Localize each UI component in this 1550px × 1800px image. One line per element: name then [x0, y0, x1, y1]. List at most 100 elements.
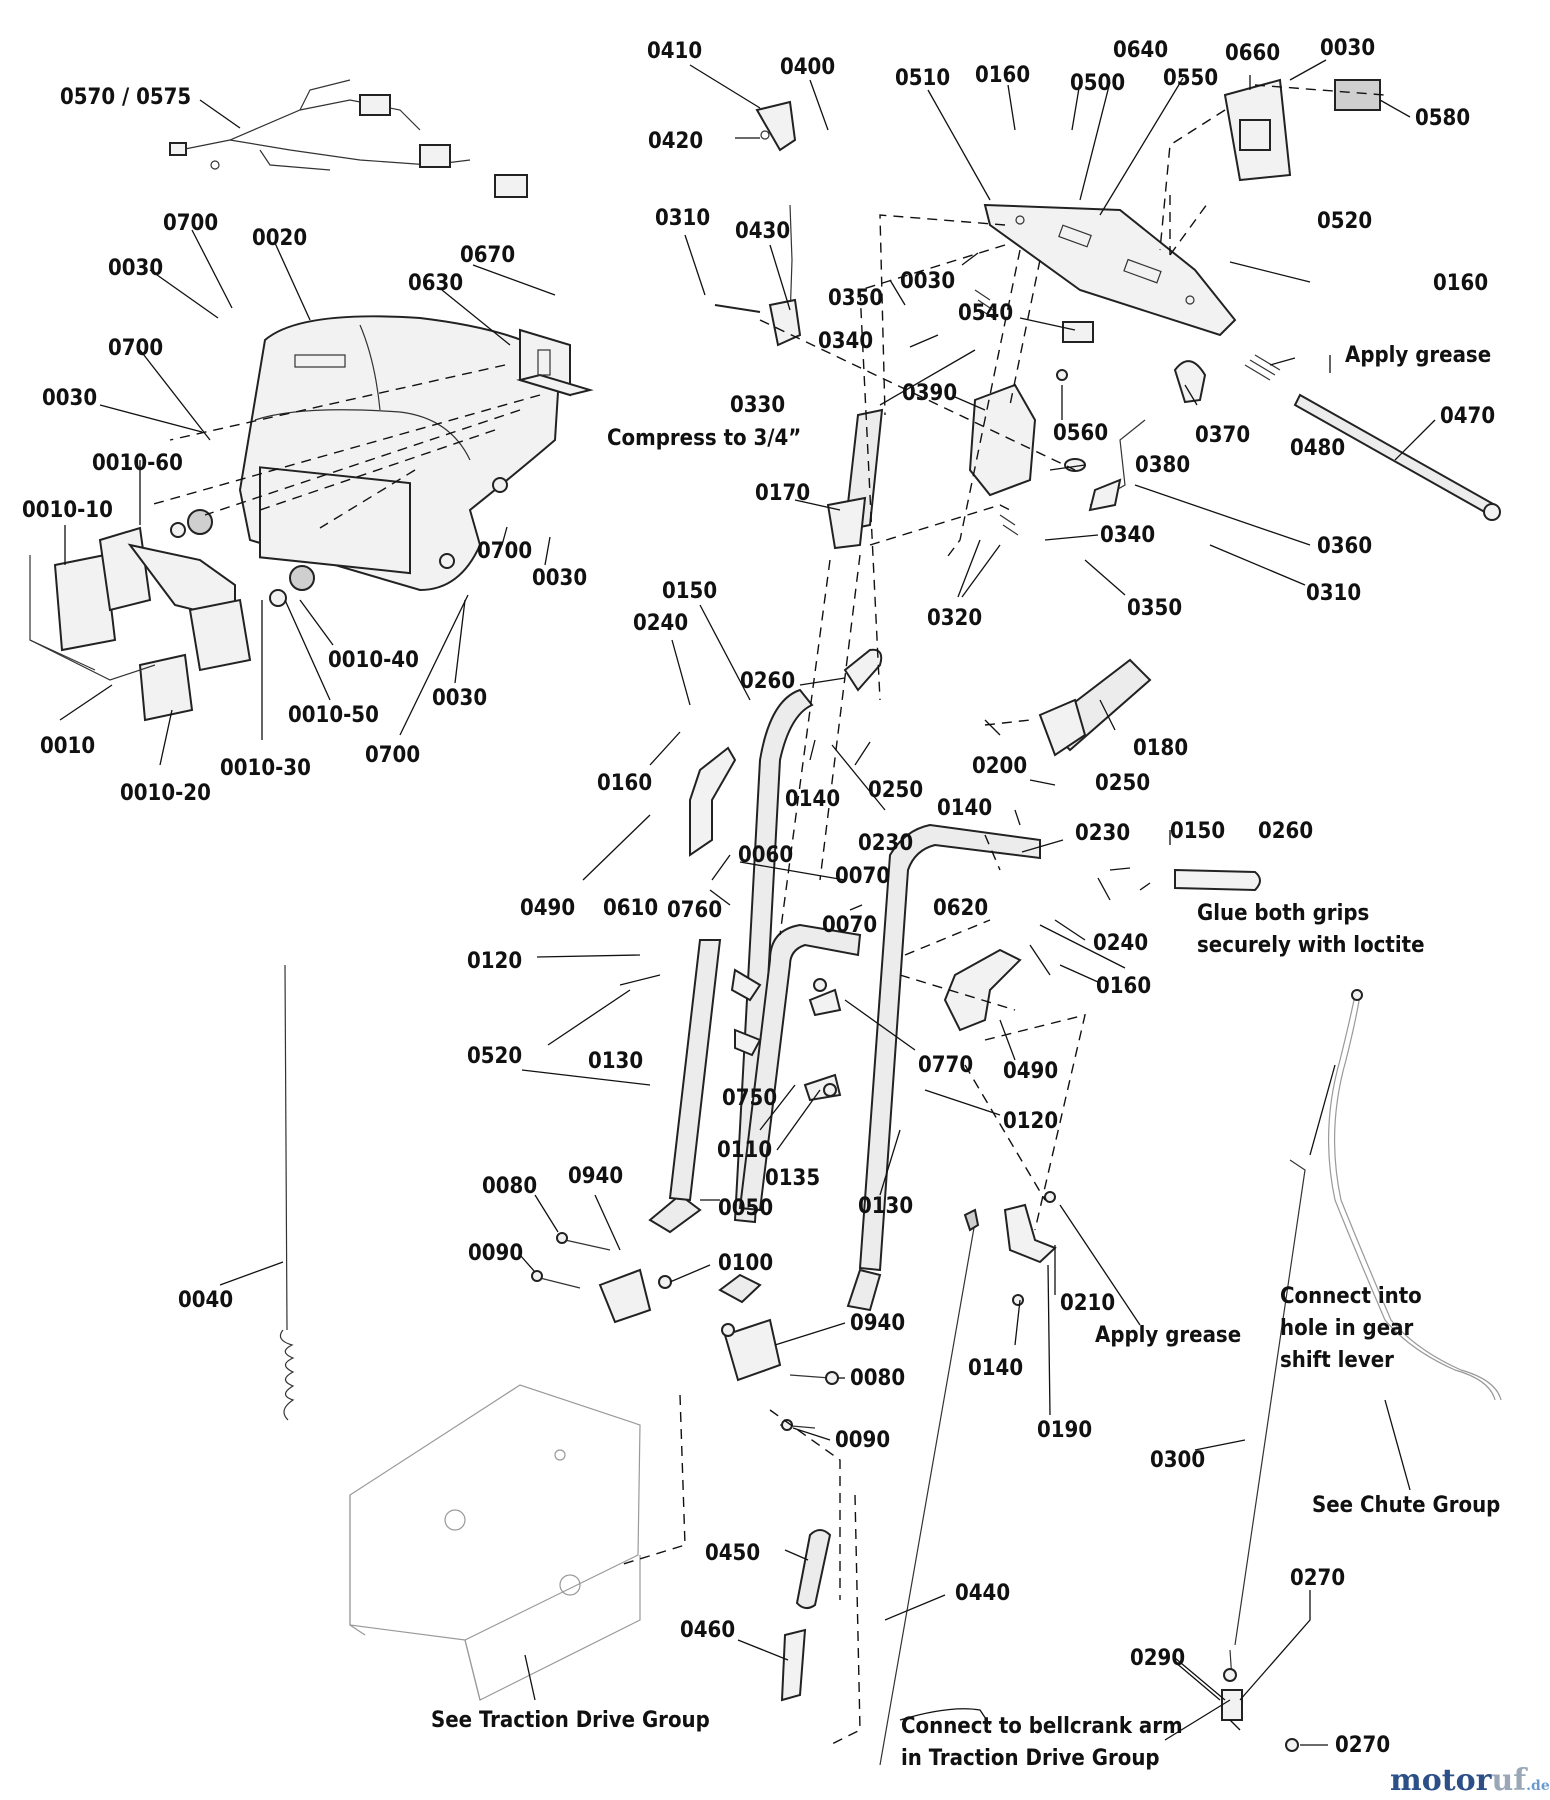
label-0410: 0410	[647, 39, 702, 64]
label-0180: 0180	[1133, 736, 1188, 761]
label-0070: 0070	[835, 864, 890, 889]
label-0030: 0030	[42, 386, 97, 411]
shift-rod	[714, 204, 802, 347]
label-0230: 0230	[1075, 821, 1130, 846]
label-0270: 0270	[1335, 1733, 1390, 1758]
label-0700: 0700	[163, 211, 218, 236]
note-see-traction: See Traction Drive Group	[431, 1708, 710, 1733]
bracket-0190	[1003, 1191, 1057, 1306]
label-0660: 0660	[1225, 41, 1280, 66]
label-0260: 0260	[740, 669, 795, 694]
label-0700: 0700	[365, 743, 420, 768]
label-0700: 0700	[477, 539, 532, 564]
label-0460: 0460	[680, 1618, 735, 1643]
note-connect-hole-2: hole in gear	[1280, 1316, 1413, 1341]
label-0010-10: 0010-10	[22, 498, 113, 523]
label-0160: 0160	[1096, 974, 1151, 999]
label-0010-50: 0010-50	[288, 703, 379, 728]
label-0160: 0160	[1433, 271, 1488, 296]
spring-rod	[279, 964, 295, 1421]
label-0310: 0310	[1306, 581, 1361, 606]
label-0290: 0290	[1130, 1646, 1185, 1671]
label-0330: 0330	[730, 393, 785, 418]
label-0010-40: 0010-40	[328, 648, 419, 673]
shift-shaft	[1244, 354, 1501, 521]
label-0580: 0580	[1415, 106, 1470, 131]
label-0510: 0510	[895, 66, 950, 91]
watermark-part1: motor	[1390, 1763, 1493, 1798]
lower-handle	[668, 939, 722, 1202]
label-0320: 0320	[927, 606, 982, 631]
label-0150: 0150	[662, 579, 717, 604]
label-0030: 0030	[432, 686, 487, 711]
label-0400: 0400	[780, 55, 835, 80]
label-0560: 0560	[1053, 421, 1108, 446]
note-connect-hole-1: Connect into	[1280, 1284, 1422, 1309]
label-0380: 0380	[1135, 453, 1190, 478]
label-0010: 0010	[40, 734, 95, 759]
label-0030: 0030	[108, 256, 163, 281]
label-0030: 0030	[900, 269, 955, 294]
label-0210: 0210	[1060, 1291, 1115, 1316]
headlight-assembly	[29, 509, 315, 722]
label-0135: 0135	[765, 1166, 820, 1191]
label-0130: 0130	[588, 1049, 643, 1074]
upper-handle-right	[738, 823, 1041, 1312]
note-apply-grease-top: Apply grease	[1345, 343, 1491, 368]
label-0630: 0630	[408, 271, 463, 296]
label-0310: 0310	[655, 206, 710, 231]
label-0520: 0520	[1317, 209, 1372, 234]
label-0070: 0070	[822, 913, 877, 938]
label-0270: 0270	[1290, 1566, 1345, 1591]
note-connect-hole-3: shift lever	[1280, 1348, 1394, 1373]
shift-lever	[1064, 360, 1207, 512]
label-0120: 0120	[467, 949, 522, 974]
label-0190: 0190	[1037, 1418, 1092, 1443]
key-assembly	[755, 100, 797, 152]
label-0480: 0480	[1290, 436, 1345, 461]
label-0340: 0340	[1100, 523, 1155, 548]
label-0030: 0030	[1320, 36, 1375, 61]
part-labels: 0570 / 0575 0410 0400 0420 0510 0160 050…	[22, 36, 1495, 1758]
label-0010-30: 0010-30	[220, 756, 311, 781]
label-0370: 0370	[1195, 423, 1250, 448]
label-0130: 0130	[858, 1194, 913, 1219]
watermark-logo: motoruf.de	[1390, 1763, 1550, 1798]
center-hardware	[730, 968, 842, 1102]
label-0140: 0140	[785, 787, 840, 812]
label-0430: 0430	[735, 219, 790, 244]
label-0360: 0360	[1317, 534, 1372, 559]
label-0240: 0240	[1093, 931, 1148, 956]
label-0080: 0080	[482, 1174, 537, 1199]
label-0640: 0640	[1113, 38, 1168, 63]
note-glue-line-1: Glue both grips	[1197, 901, 1369, 926]
label-0200: 0200	[972, 754, 1027, 779]
handle-brackets	[689, 746, 1022, 1032]
label-0540: 0540	[958, 301, 1013, 326]
shift-rod-0300	[1221, 989, 1502, 1752]
gear-bracket	[968, 289, 1094, 536]
handle-0180	[1038, 658, 1152, 757]
headlight-hood	[238, 315, 562, 592]
note-see-chute: See Chute Group	[1312, 1493, 1500, 1518]
wiring-harness	[169, 79, 528, 198]
label-0030: 0030	[532, 566, 587, 591]
label-0500: 0500	[1070, 71, 1125, 96]
label-0420: 0420	[648, 129, 703, 154]
label-0570-0575: 0570 / 0575	[60, 85, 191, 110]
label-0010-60: 0010-60	[92, 451, 183, 476]
label-0110: 0110	[717, 1138, 772, 1163]
label-0350: 0350	[828, 286, 883, 311]
label-0390: 0390	[902, 381, 957, 406]
label-0140: 0140	[968, 1356, 1023, 1381]
label-0050: 0050	[718, 1196, 773, 1221]
note-apply-grease-bottom: Apply grease	[1095, 1323, 1241, 1348]
dash-panel	[983, 203, 1237, 337]
leader-lines	[59, 59, 1436, 1746]
note-glue-line-2: securely with loctite	[1197, 933, 1425, 958]
label-0940: 0940	[568, 1164, 623, 1189]
shifter-tube	[826, 408, 884, 550]
label-0230: 0230	[858, 831, 913, 856]
label-0090: 0090	[468, 1241, 523, 1266]
